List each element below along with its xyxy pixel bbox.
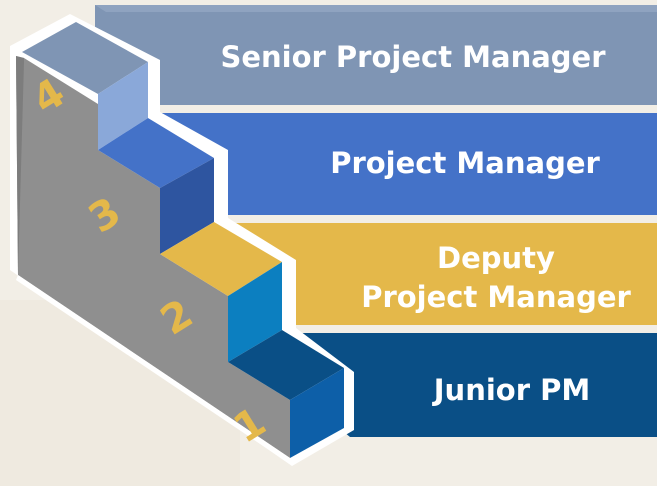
step-2-riser bbox=[228, 262, 282, 362]
label-senior-project-manager: Senior Project Manager bbox=[220, 40, 606, 74]
staircase bbox=[10, 14, 354, 466]
step-4-top bbox=[22, 22, 148, 94]
step-4-riser bbox=[98, 62, 148, 150]
band-deputy-project-manager bbox=[228, 223, 657, 325]
label-deputy-line1: Deputy bbox=[437, 241, 555, 275]
label-junior-pm: Junior PM bbox=[432, 373, 590, 407]
band-project-manager bbox=[160, 113, 657, 215]
step-3-top bbox=[98, 118, 214, 188]
step-2-top bbox=[160, 222, 282, 296]
band-junior-pm bbox=[296, 333, 657, 437]
band-senior-project-manager bbox=[95, 5, 657, 105]
stair-side-wall bbox=[16, 56, 290, 458]
label-deputy-line2: Project Manager bbox=[361, 280, 631, 314]
label-project-manager: Project Manager bbox=[330, 146, 600, 180]
step-1-riser bbox=[290, 368, 344, 458]
step-1-top bbox=[228, 330, 344, 400]
